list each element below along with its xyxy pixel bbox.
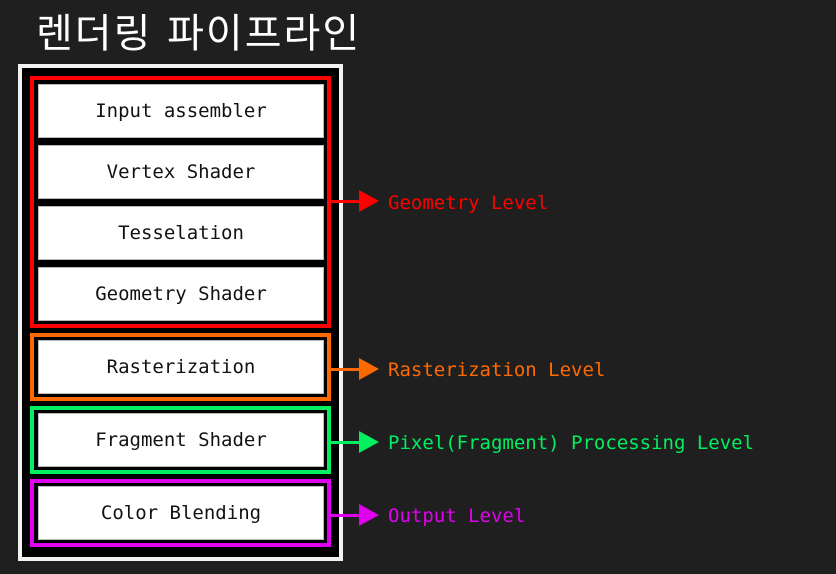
stage-color-blending: Color Blending bbox=[38, 486, 324, 540]
arrow-right-icon bbox=[359, 190, 379, 212]
geometry-level-label: Geometry Level bbox=[388, 192, 549, 214]
output-connector bbox=[331, 514, 361, 517]
stage-input-assembler: Input assembler bbox=[38, 84, 324, 138]
geometry-connector bbox=[331, 200, 361, 203]
stage-geometry-shader: Geometry Shader bbox=[38, 267, 324, 321]
pixel-connector bbox=[331, 441, 361, 444]
stage-tesselation: Tesselation bbox=[38, 206, 324, 260]
stage-vertex-shader: Vertex Shader bbox=[38, 145, 324, 199]
stage-label: Geometry Shader bbox=[95, 283, 267, 305]
stage-label: Color Blending bbox=[100, 502, 262, 524]
arrow-right-icon bbox=[359, 431, 379, 453]
stage-fragment-shader: Fragment Shader bbox=[38, 413, 324, 467]
stage-label: Rasterization bbox=[106, 356, 256, 378]
output-level-group bbox=[30, 479, 331, 547]
stage-label: Fragment Shader bbox=[95, 429, 267, 451]
rasterization-level-group bbox=[30, 333, 331, 401]
pixel-level-group bbox=[30, 406, 331, 474]
arrow-right-icon bbox=[359, 504, 379, 526]
stage-label: Tesselation bbox=[118, 222, 244, 244]
stage-rasterization: Rasterization bbox=[38, 340, 324, 394]
geometry-level-group bbox=[30, 76, 331, 328]
diagram-title: 렌더링 파이프라인 bbox=[36, 11, 362, 57]
pixel-level-label: Pixel(Fragment) Processing Level bbox=[388, 432, 755, 454]
arrow-right-icon bbox=[359, 358, 379, 380]
rasterization-level-label: Rasterization Level bbox=[388, 359, 606, 381]
stage-label: Input assembler bbox=[95, 100, 267, 122]
stage-label: Vertex Shader bbox=[106, 161, 256, 183]
output-level-label: Output Level bbox=[388, 505, 526, 527]
rasterization-connector bbox=[331, 368, 361, 371]
